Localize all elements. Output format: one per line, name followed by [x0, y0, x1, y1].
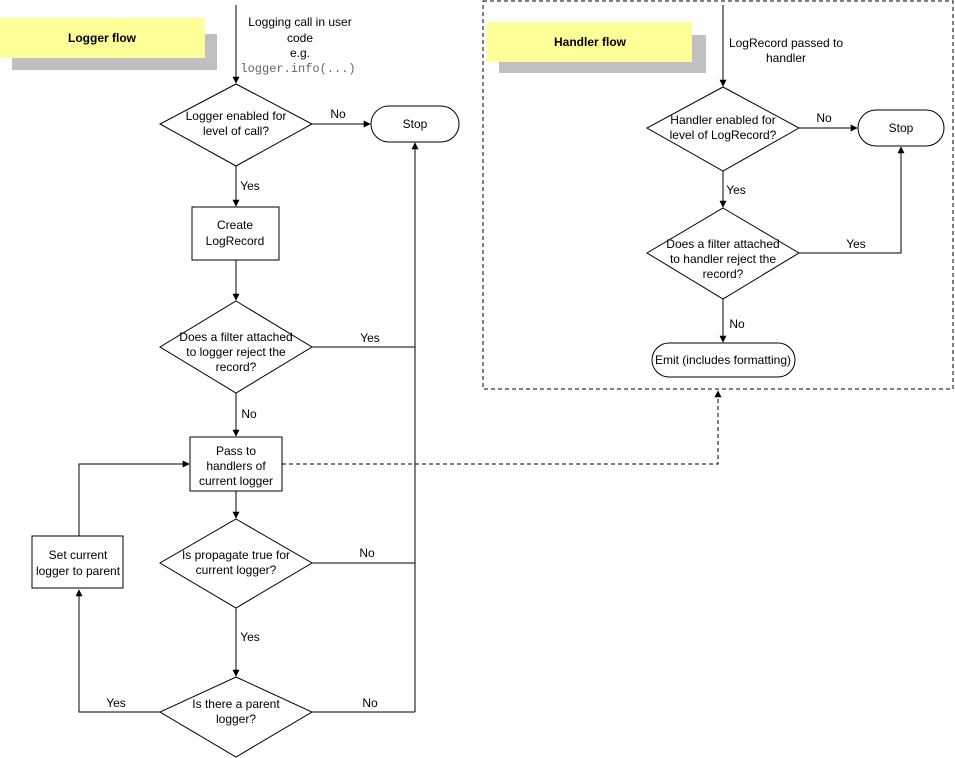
- logger-enabled-line2: level of call?: [203, 124, 269, 138]
- handler-start-line1: LogRecord passed to: [729, 36, 843, 50]
- logger-enabled-no-label: No: [330, 107, 346, 121]
- create-logrecord-box: Create LogRecord: [191, 206, 280, 261]
- emit-text: Emit (includes formatting): [655, 353, 791, 367]
- logger-stop-text: Stop: [403, 117, 428, 131]
- handler-enabled-yes-label: Yes: [726, 183, 746, 197]
- handler-flow-title-text: Handler flow: [554, 35, 627, 49]
- handler-start-label: LogRecord passed to handler: [729, 36, 843, 65]
- logger-decision-propagate: Is propagate true for current logger?: [159, 518, 313, 609]
- logger-start-line2: code: [287, 31, 313, 45]
- handler-enabled-line2: level of LogRecord?: [670, 128, 777, 142]
- handler-enabled-no-label: No: [816, 111, 832, 125]
- handler-filter-line2: to handler reject the: [670, 252, 776, 266]
- handler-filter-no-label: No: [729, 317, 745, 331]
- pass-handlers-line3: current logger: [199, 474, 273, 488]
- parent-line2: logger?: [216, 712, 256, 726]
- pass-handlers-line2: handlers of: [206, 459, 266, 473]
- handler-start-line2: handler: [766, 51, 806, 65]
- logger-decision-enabled: Logger enabled for level of call?: [158, 83, 314, 167]
- pass-to-handlers-box: Pass to handlers of current logger: [189, 436, 283, 492]
- logger-stop: Stop: [370, 105, 460, 143]
- logger-flow-title: Logger flow: [0, 18, 217, 70]
- parent-yes-label: Yes: [106, 696, 126, 710]
- handler-filter-line3: record?: [703, 267, 744, 281]
- pass-to-handler-flow-dashed-arrow: [282, 390, 722, 465]
- handler-flow-boundary: [482, 0, 954, 390]
- logger-start-label: Logging call in user code e.g. logger.in…: [240, 15, 355, 76]
- emit-terminator: Emit (includes formatting): [651, 342, 796, 378]
- handler-filter-line1: Does a filter attached: [666, 237, 779, 251]
- propagate-yes-label: Yes: [240, 630, 260, 644]
- handler-enabled-line1: Handler enabled for: [670, 113, 775, 127]
- parent-yes-arrow: [75, 589, 160, 713]
- pass-handlers-line1: Pass to: [216, 444, 256, 458]
- logger-start-line3: e.g.: [290, 46, 310, 60]
- logger-filter-yes-label: Yes: [360, 331, 380, 345]
- set-parent-box: Set current logger to parent: [31, 535, 124, 589]
- handler-flow-title: Handler flow: [487, 22, 706, 73]
- logger-decision-filter: Does a filter attached to logger reject …: [159, 300, 313, 394]
- logger-decision-parent: Is there a parent logger?: [158, 676, 314, 758]
- create-logrecord-line2: LogRecord: [206, 234, 265, 248]
- logger-filter-line3: record?: [216, 360, 257, 374]
- handler-stop: Stop: [857, 109, 945, 147]
- set-parent-loop-arrow: [78, 460, 190, 536]
- logger-filter-line1: Does a filter attached: [179, 330, 292, 344]
- logger-start-line1: Logging call in user: [248, 15, 351, 29]
- parent-no-label: No: [362, 696, 378, 710]
- logger-start-code: logger.info(...): [240, 62, 355, 76]
- logger-filter-no-label: No: [241, 407, 257, 421]
- propagate-line1: Is propagate true for: [182, 548, 290, 562]
- create-logrecord-line1: Create: [217, 218, 253, 232]
- handler-stop-text: Stop: [889, 121, 914, 135]
- logger-filter-line2: to logger reject the: [186, 345, 286, 359]
- set-parent-line2: logger to parent: [36, 564, 121, 578]
- handler-filter-yes-label: Yes: [846, 237, 866, 251]
- propagate-line2: current logger?: [196, 563, 277, 577]
- logger-flow-title-text: Logger flow: [68, 31, 137, 45]
- logger-enabled-yes-label: Yes: [240, 179, 260, 193]
- set-parent-line1: Set current: [49, 548, 108, 562]
- handler-filter-yes-arrow: [799, 146, 905, 254]
- handler-decision-filter: Does a filter attached to handler reject…: [646, 207, 800, 300]
- propagate-no-label: No: [359, 546, 375, 560]
- logger-enabled-line1: Logger enabled for: [186, 109, 287, 123]
- parent-line1: Is there a parent: [192, 697, 280, 711]
- handler-decision-enabled: Handler enabled for level of LogRecord?: [645, 86, 801, 172]
